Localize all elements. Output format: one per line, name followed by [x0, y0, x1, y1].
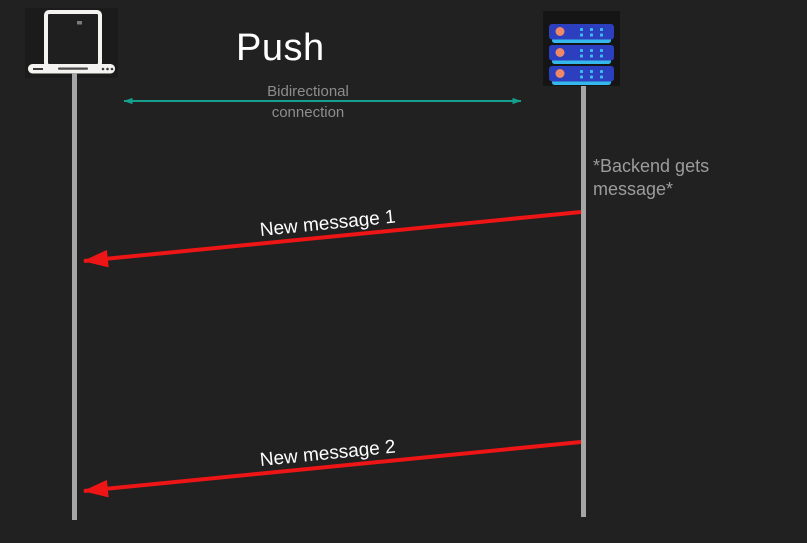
laptop-dot-3 [110, 67, 114, 71]
server-icon [543, 11, 620, 86]
backend-note: *Backend gets message* [593, 155, 709, 201]
connection-label-line1: Bidirectional [267, 83, 349, 100]
server-unit-3 [549, 66, 614, 85]
page-title: Push [236, 27, 325, 69]
server-unit-2 [549, 45, 614, 64]
laptop-base-dash-left [33, 68, 43, 70]
client-actor [25, 8, 118, 78]
laptop-dot-1 [101, 67, 105, 71]
message-1-label: New message 1 [258, 206, 397, 241]
message-2-label: New message 2 [258, 436, 397, 471]
laptop-screen [44, 10, 102, 68]
laptop-camera [77, 21, 82, 25]
laptop-dot-2 [106, 67, 109, 71]
laptop-icon [25, 8, 118, 78]
laptop-trackpad-dash [58, 67, 88, 70]
server-unit-1 [549, 24, 614, 43]
backend-note-line1: *Backend gets [593, 156, 710, 176]
backend-note-line2: message* [593, 179, 674, 199]
server-lifeline [581, 86, 586, 517]
server-actor [543, 11, 620, 86]
connection-label: Bidirectional connection [267, 81, 349, 123]
connection-label-line2: connection [271, 104, 345, 121]
client-lifeline [72, 73, 77, 520]
